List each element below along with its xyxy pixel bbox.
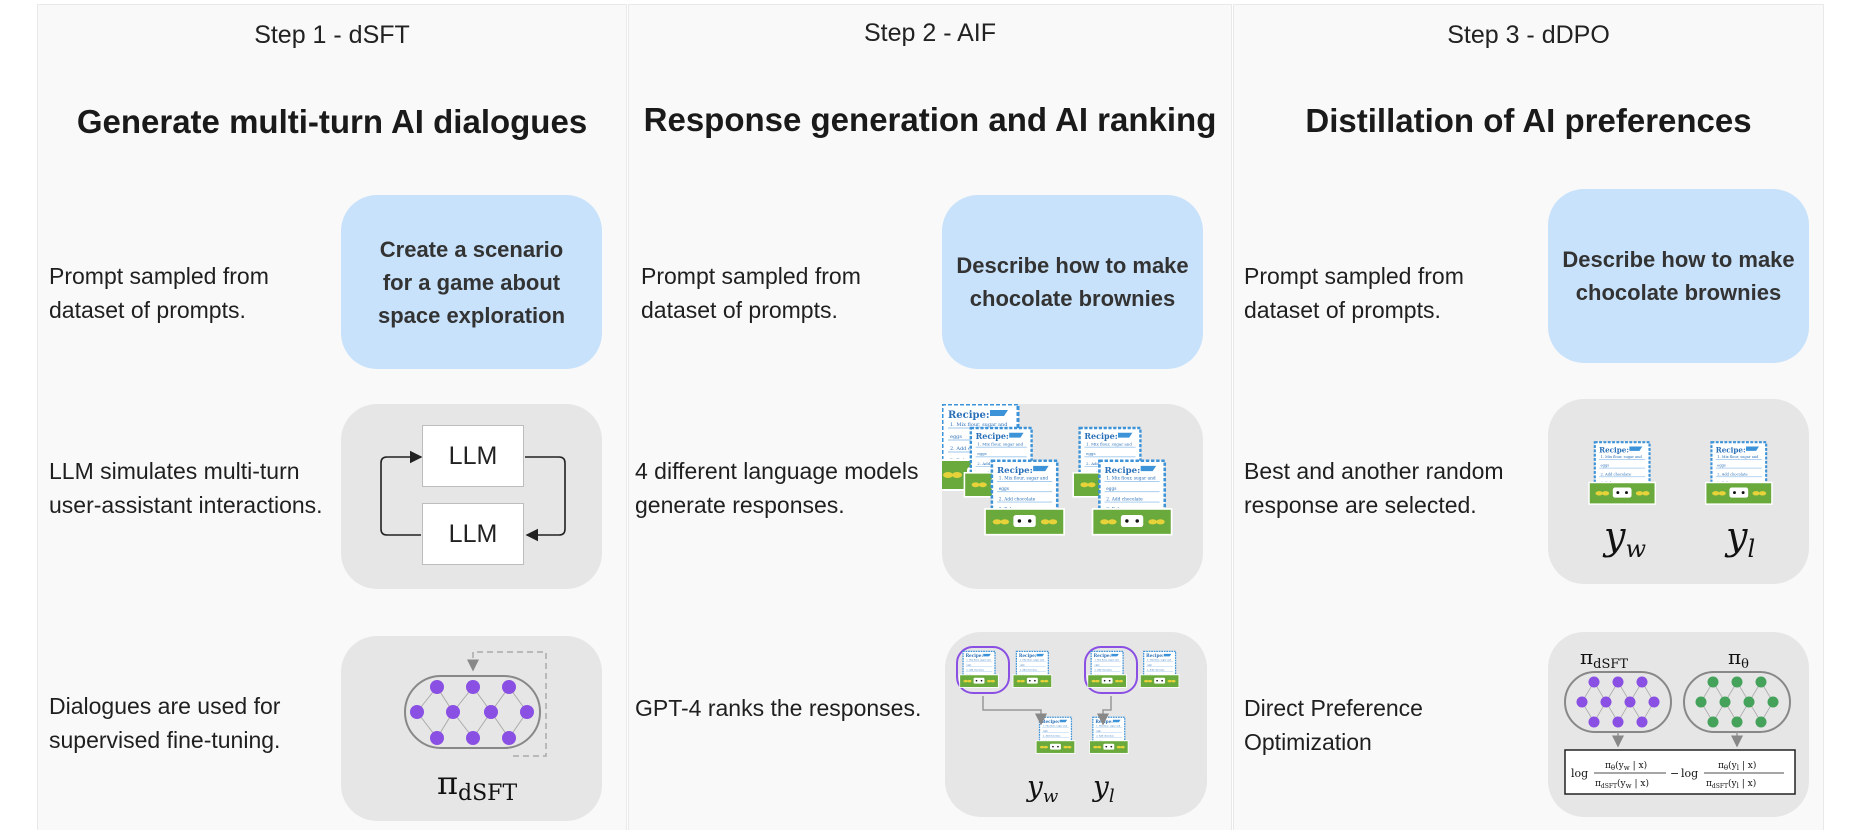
minus-sign: − [1670, 767, 1679, 780]
svg-text:yw: yw [1602, 514, 1646, 563]
svg-text:πθ: πθ [1728, 645, 1749, 672]
log-label: log [1681, 767, 1698, 780]
llm-box: LLM [422, 503, 524, 565]
yl-symbol: y [1091, 770, 1110, 803]
svg-text:yw: yw [1025, 770, 1059, 807]
section-heading: Response generation and AI ranking [643, 101, 1217, 138]
pi-symbol: π [1728, 645, 1741, 669]
step2-panel: Step 2 - AIF Response generation and AI … [628, 4, 1232, 830]
yl-subscript: l [1747, 535, 1755, 563]
neural-network-icon: πdSFT [404, 651, 547, 806]
row-description: LLM simulates multi-turn user-assistant … [49, 458, 323, 518]
row-description: GPT-4 ranks the responses. [635, 695, 922, 721]
step-title: Step 3 - dDPO [1447, 21, 1610, 49]
prompt-card: Create a scenario for a game about space… [341, 195, 602, 369]
pi-subscript: dSFT [1593, 657, 1628, 672]
yl-symbol: y [1724, 514, 1748, 558]
row-description: Prompt sampled from dataset of prompts. [49, 263, 269, 323]
yw-symbol: y [1025, 770, 1044, 803]
selection-card: yw yl [1548, 399, 1809, 584]
svg-text:πθ(yl | x): πθ(yl | x) [1718, 760, 1756, 772]
prompt-card: Describe how to make chocolate brownies [1548, 189, 1809, 363]
yl-subscript: l [1109, 786, 1115, 807]
llm-box: LLM [422, 425, 524, 487]
svg-text:πdSFT: πdSFT [1580, 645, 1628, 672]
step-title: Step 1 - dSFT [254, 21, 410, 49]
recipe-line: eggs [950, 434, 962, 440]
svg-text:yl: yl [1091, 770, 1115, 807]
svg-text:πdSFT: πdSFT [437, 764, 517, 806]
ranking-card: yw yl [945, 632, 1207, 817]
selected-responses-icon: yw yl [1587, 441, 1773, 563]
step3-panel: Step 3 - dDPO Distillation of AI prefere… [1233, 4, 1824, 830]
pi-subscript: θ [1741, 657, 1749, 672]
yw-symbol: y [1602, 514, 1626, 558]
row-description: Prompt sampled from dataset of prompts. [1244, 263, 1464, 323]
recipe-title: Recipe: [948, 410, 990, 421]
step-title: Step 2 - AIF [863, 19, 996, 47]
prompt-card: Describe how to make chocolate brownies [942, 195, 1203, 369]
pi-symbol: π [437, 764, 458, 802]
log-label: log [1571, 767, 1588, 780]
row-description: Best and another random response are sel… [1244, 458, 1504, 518]
row-description: 4 different language models generate res… [635, 458, 919, 518]
pi-subscript: dSFT [458, 781, 517, 806]
svg-text:πθ(yw | x): πθ(yw | x) [1605, 760, 1647, 772]
loop-arrows-icon [380, 450, 566, 542]
dpo-card: πdSFT πθ log [1548, 632, 1809, 817]
row-description: Dialogues are used for supervised fine-t… [49, 693, 281, 753]
dpo-networks-icon: πdSFT πθ log [1564, 645, 1796, 795]
row-description: Direct Preference Optimization [1244, 695, 1423, 755]
svg-text:yl: yl [1724, 514, 1755, 563]
responses-card: Recipe: 1. Mix flour, sugar and eggs 2. … [942, 404, 1203, 589]
row-description: Prompt sampled from dataset of prompts. [641, 263, 861, 323]
ranking-icon: yw yl [956, 646, 1180, 807]
yw-subscript: w [1625, 535, 1646, 563]
recipe-line: 1. Mix flour, sugar and [950, 422, 1008, 428]
step1-panel: Step 1 - dSFT Generate multi-turn AI dia… [37, 4, 627, 830]
pi-symbol: π [1580, 645, 1593, 669]
recipe-boxes-icon: Recipe: 1. Mix flour, sugar and eggs 2. … [942, 404, 1173, 537]
policy-card: πdSFT [341, 636, 602, 821]
yw-subscript: w [1043, 786, 1059, 807]
section-heading: Generate multi-turn AI dialogues [76, 103, 588, 140]
section-heading: Distillation of AI preferences [1305, 102, 1752, 139]
llm-loop-card: LLM LLM [341, 404, 602, 589]
